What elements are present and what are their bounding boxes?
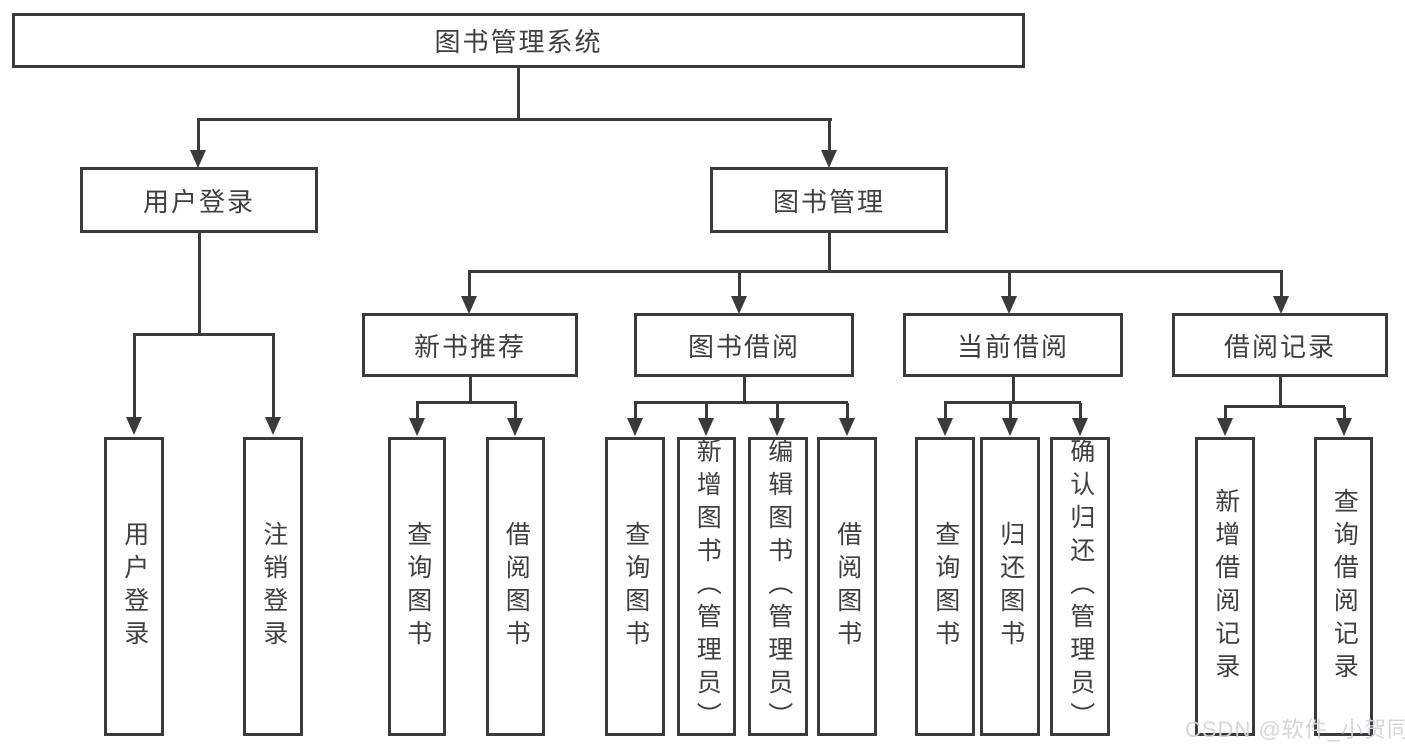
node-new-book-recommend: 新书推荐	[362, 313, 578, 377]
arrow-down	[769, 403, 785, 436]
node-label: 借阅图书	[502, 520, 531, 653]
leaf-user-login: 用户登录	[104, 437, 164, 736]
node-label: 确认归还（管理员）	[1066, 438, 1095, 735]
node-label: 注销登录	[259, 520, 288, 653]
node-label: 新增图书（管理员）	[693, 438, 722, 735]
arrow-down	[731, 272, 747, 314]
arrow-down	[461, 272, 477, 314]
node-label: 新书推荐	[413, 331, 526, 362]
connector-line	[469, 377, 472, 403]
node-label: 图书管理系统	[434, 27, 603, 57]
node-label: 编辑图书（管理员）	[764, 438, 793, 735]
leaf-borrow-books: 借阅图书	[817, 437, 877, 736]
leaf-confirm-return-admin: 确认归还（管理员）	[1050, 437, 1110, 736]
node-borrow-record: 借阅记录	[1172, 313, 1388, 377]
arrow-down	[190, 120, 206, 168]
leaf-query-books-current: 查询图书	[915, 437, 975, 736]
arrow-down	[126, 335, 142, 435]
connector-line	[828, 233, 831, 272]
node-label: 新增借阅记录	[1211, 487, 1240, 686]
leaf-query-books-recommend: 查询图书	[388, 437, 446, 736]
arrow-down	[937, 403, 953, 436]
node-label: 借阅记录	[1223, 331, 1336, 362]
arrow-down	[1217, 407, 1233, 436]
leaf-add-books-admin: 新增图书（管理员）	[677, 437, 736, 736]
arrow-down	[627, 403, 643, 436]
leaf-query-borrow-record: 查询借阅记录	[1314, 437, 1373, 736]
node-book-borrow: 图书借阅	[634, 313, 854, 377]
leaf-query-books-borrow: 查询图书	[605, 437, 665, 736]
connector-line	[634, 401, 848, 404]
connector-line	[197, 118, 832, 121]
node-label: 当前借阅	[956, 331, 1069, 362]
arrow-down	[839, 403, 855, 436]
leaf-borrow-books-recommend: 借阅图书	[486, 437, 545, 736]
arrow-down	[409, 403, 425, 436]
arrow-down	[1273, 272, 1289, 314]
arrow-down	[1072, 403, 1088, 436]
connector-line	[1279, 377, 1282, 407]
csdn-watermark: CSDN @软件_小贺同学	[1185, 717, 1405, 742]
connector-line	[133, 333, 275, 336]
connector-line	[198, 233, 201, 335]
connector-line	[1012, 377, 1015, 403]
connector-line	[743, 377, 746, 403]
arrow-down	[1001, 272, 1017, 314]
connector-line	[944, 401, 1081, 404]
node-label: 查询图书	[931, 520, 960, 653]
node-label: 查询借阅记录	[1330, 487, 1359, 686]
node-label: 归还图书	[996, 520, 1025, 653]
leaf-add-borrow-record: 新增借阅记录	[1195, 437, 1255, 736]
arrow-down	[1002, 403, 1018, 436]
leaf-return-books: 归还图书	[980, 437, 1040, 736]
node-label: 查询图书	[621, 520, 650, 653]
node-library-management-system: 图书管理系统	[12, 13, 1025, 68]
arrow-down	[265, 335, 281, 435]
arrow-down	[821, 120, 837, 168]
connector-line	[416, 401, 517, 404]
node-label: 用户登录	[142, 186, 255, 217]
arrow-down	[698, 403, 714, 436]
node-book-management: 图书管理	[710, 167, 948, 233]
leaf-logout: 注销登录	[243, 437, 303, 736]
arrow-down	[507, 403, 523, 436]
connector-line	[468, 270, 1283, 273]
connector-line	[517, 68, 520, 120]
node-label: 图书管理	[772, 186, 885, 217]
connector-line	[1224, 405, 1345, 408]
leaf-edit-books-admin: 编辑图书（管理员）	[748, 437, 808, 736]
node-label: 用户登录	[120, 520, 149, 653]
node-user-login: 用户登录	[80, 167, 318, 233]
node-current-borrow: 当前借阅	[903, 313, 1123, 377]
node-label: 图书借阅	[687, 331, 800, 362]
arrow-down	[1336, 407, 1352, 436]
node-label: 查询图书	[403, 520, 432, 653]
node-label: 借阅图书	[833, 520, 862, 653]
